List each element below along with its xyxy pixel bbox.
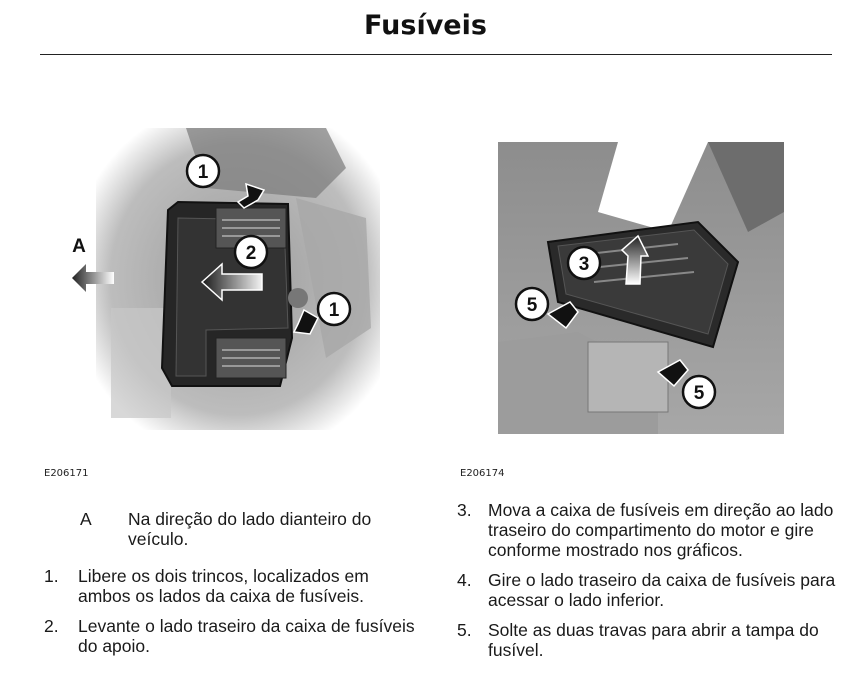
figure-code-1: E206171 <box>44 468 89 479</box>
step-text: Solte as duas travas para abrir a tampa … <box>488 620 819 660</box>
callout-label: 5 <box>694 383 705 404</box>
callout-label: 5 <box>527 295 538 316</box>
callout-label: 3 <box>579 254 590 275</box>
step-number: 2. <box>44 616 59 636</box>
steps-list-right: 3. Mova a caixa de fusíveis em direção a… <box>457 500 842 670</box>
callout-label: 1 <box>329 300 340 321</box>
step-text: Gire o lado traseiro da caixa de fusívei… <box>488 570 836 610</box>
callout-5-left <box>514 286 550 322</box>
direction-label: A <box>72 236 86 257</box>
step-text: Libere os dois trincos, localizados em a… <box>78 566 369 606</box>
callout-label: 2 <box>246 243 257 264</box>
callout-1-top <box>185 153 221 189</box>
callout-label: 1 <box>198 162 209 183</box>
fuse-box-illustration-2: 3 5 5 <box>498 142 784 434</box>
fuse-box-illustration-1: 1 2 1 A <box>72 128 380 430</box>
figure-fuse-box-underside: 3 5 5 <box>498 142 784 434</box>
page-title: Fusíveis <box>364 10 487 41</box>
callout-5-bottom <box>681 374 717 410</box>
figure-fuse-box-top: 1 2 1 A <box>66 128 380 430</box>
step-number: 3. <box>457 500 472 520</box>
step-text: Mova a caixa de fusíveis em direção ao l… <box>488 500 834 560</box>
legend-key: A <box>80 509 92 529</box>
legend-text: Na direção do lado dianteiro do veículo. <box>128 509 372 549</box>
figure-code-2: E206174 <box>460 468 505 479</box>
title-divider <box>40 54 832 55</box>
list-item: 1. Libere os dois trincos, localizados e… <box>44 566 419 606</box>
callout-3 <box>566 245 602 281</box>
list-item: 2. Levante o lado traseiro da caixa de f… <box>44 616 419 656</box>
direction-arrow <box>72 264 114 292</box>
legend-row: A Na direção do lado dianteiro do veícul… <box>80 509 420 549</box>
list-item: 3. Mova a caixa de fusíveis em direção a… <box>457 500 842 560</box>
step-number: 1. <box>44 566 59 586</box>
list-item: 5. Solte as duas travas para abrir a tam… <box>457 620 842 660</box>
steps-list-left: 1. Libere os dois trincos, localizados e… <box>44 566 419 666</box>
list-item: 4. Gire o lado traseiro da caixa de fusí… <box>457 570 842 610</box>
callout-2 <box>233 234 269 270</box>
callout-1-right <box>316 291 352 327</box>
step-text: Levante o lado traseiro da caixa de fusí… <box>78 616 415 656</box>
step-number: 4. <box>457 570 472 590</box>
step-number: 5. <box>457 620 472 640</box>
